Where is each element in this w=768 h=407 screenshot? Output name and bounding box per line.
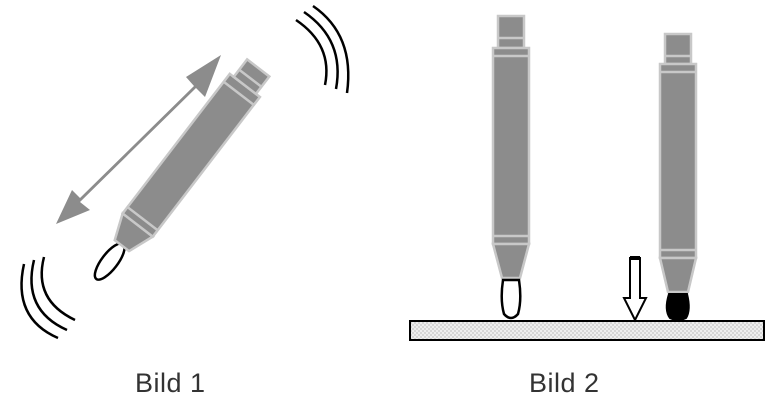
caption-bild-2: Bild 2 — [529, 368, 600, 398]
caption-bild-1: Bild 1 — [135, 368, 206, 398]
shake-direction-arrow — [56, 55, 221, 224]
press-down-arrow-cap — [630, 256, 640, 260]
press-down-arrow — [622, 257, 648, 323]
pen-tip-inked — [665, 293, 690, 321]
pen-dry — [491, 14, 531, 320]
vibration-lines-bottom — [20, 256, 76, 340]
pen-inked — [658, 32, 698, 321]
writing-surface — [409, 320, 765, 341]
pen-barrel — [120, 72, 262, 239]
pen-cap-ring — [222, 80, 255, 106]
figure-2 — [409, 14, 765, 341]
pen-tip — [500, 278, 522, 320]
pen-cone — [491, 242, 531, 280]
pen-cap-end-ring — [238, 68, 263, 88]
pen-cone — [658, 256, 698, 294]
vibration-lines-top — [295, 4, 350, 94]
pen-barrel-ring — [126, 206, 159, 232]
pen-barrel — [491, 46, 531, 246]
figure-1 — [20, 4, 350, 340]
pen-cap-end — [496, 14, 526, 50]
pen-barrel — [658, 62, 698, 260]
pen-cap-end — [663, 32, 693, 66]
pen-tilted — [93, 57, 272, 281]
